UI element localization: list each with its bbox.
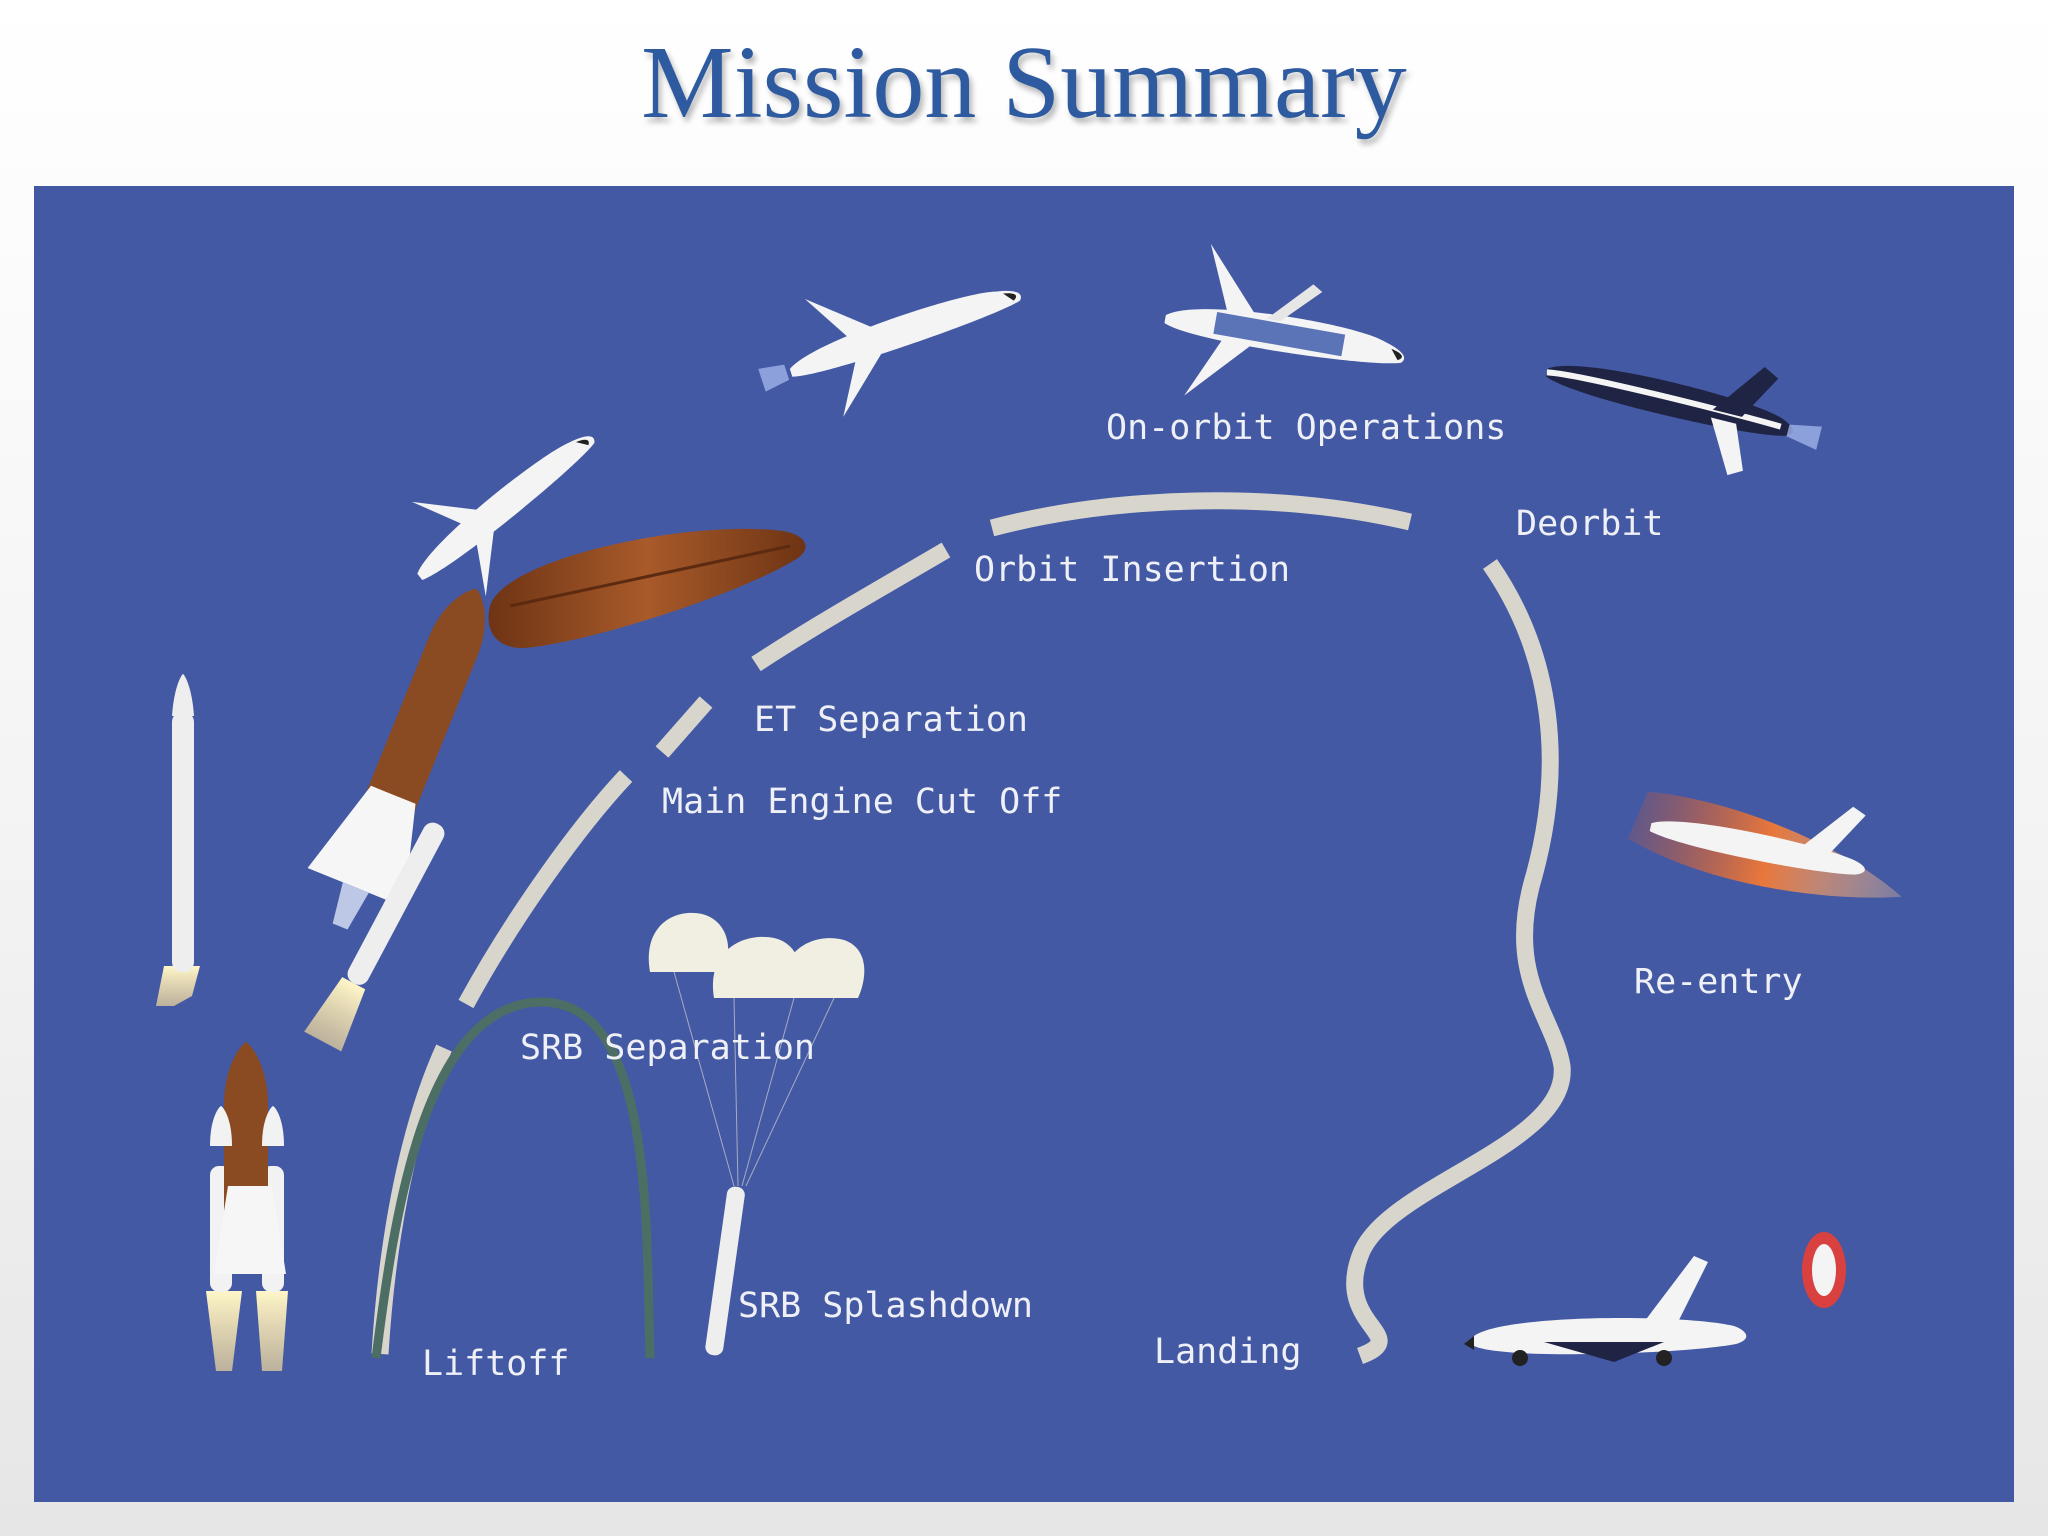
orbiter-ascent-icon [411,436,595,597]
label-srb-splashdown: SRB Splashdown [738,1286,1034,1326]
orbiter-icon [758,290,1021,417]
reentry-orbiter-icon [1627,791,1902,898]
mission-diagram-panel: On-orbit Operations Deorbit Orbit Insert… [34,186,2014,1502]
label-orbit-insertion: Orbit Insertion [974,550,1291,590]
trajectory-ascent-segment [458,770,633,1009]
trajectory-et-segment [751,542,951,672]
label-srb-separation: SRB Separation [520,1028,816,1068]
label-re-entry: Re-entry [1634,962,1803,1002]
label-et-separation: ET Separation [754,700,1028,740]
trajectory-path [371,492,1571,1364]
label-liftoff: Liftoff [422,1344,570,1384]
trajectory-orbit-segment [989,492,1412,537]
label-main-engine-cut-off: Main Engine Cut Off [662,782,1063,822]
srb-booster-icon [705,1186,745,1356]
label-on-orbit-operations: On-orbit Operations [1106,408,1507,448]
label-landing: Landing [1154,1332,1302,1372]
slide-title: Mission Summary [641,25,1407,140]
parachute-icon [648,912,865,1187]
mission-diagram-graphics [156,243,1902,1371]
label-deorbit: Deorbit [1516,504,1664,544]
trajectory-meco-segment [655,696,713,758]
srb-trajectory-arc [371,997,655,1359]
external-tank-icon [488,528,806,648]
landing-orbiter-icon [1464,1256,1747,1366]
trajectory-deorbit-reentry-segment [1346,559,1571,1364]
ascent-stage-icon [156,588,485,1052]
deorbit-orbiter-icon [1545,365,1822,476]
orbiter-payload-bay-icon [1164,243,1405,396]
shuttle-stack-icon [206,1042,288,1371]
drag-chute-icon [1802,1232,1846,1308]
